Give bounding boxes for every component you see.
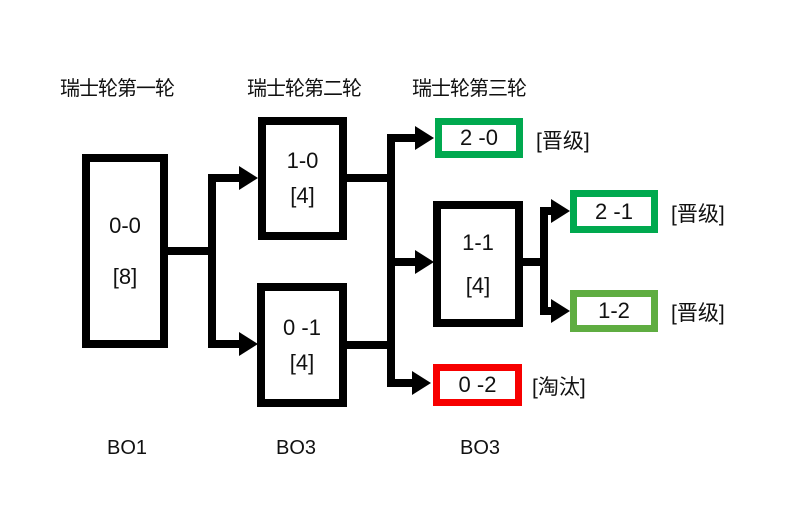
player-count-text: [8] [112, 263, 138, 289]
player-count-text: [4] [289, 349, 315, 375]
score-text: 0 -2 [458, 372, 497, 397]
score-text: 2 -1 [595, 198, 633, 224]
player-count-text: [4] [290, 183, 315, 208]
outcome-box-2-0: 2 -0 [435, 118, 523, 158]
arrowhead-to-1-1-icon [415, 250, 434, 274]
connector-1-0-out [343, 174, 391, 182]
arrowhead-to-1-0-icon [239, 166, 258, 190]
connector-0-1-out [343, 341, 391, 349]
format-label-bo3-round2: BO3 [276, 437, 317, 459]
match-box-0-0: 0-0 [8] [82, 154, 168, 348]
score-text: 1-1 [462, 229, 494, 255]
advance-label-2-0: [晋级] [536, 130, 590, 153]
player-count-text: [4] [465, 272, 491, 298]
round1-header: 瑞士轮第一轮 [60, 78, 175, 100]
match-box-0-1: 0 -1 [4] [257, 283, 347, 407]
match-box-1-1: 1-1 [4] [433, 201, 523, 327]
connector-to-1-1-line [391, 258, 417, 266]
score-text: 1-0 [286, 148, 319, 173]
outcome-box-0-2: 0 -2 [433, 364, 522, 406]
connector-to-0-2-line [391, 379, 415, 387]
round3-header: 瑞士轮第三轮 [412, 78, 527, 100]
score-text: 0-0 [109, 212, 141, 238]
arrowhead-to-2-1-icon [551, 199, 570, 223]
outcome-box-2-1: 2 -1 [570, 190, 658, 233]
connector-1-1-out [517, 258, 546, 266]
advance-label-2-1: [晋级] [671, 203, 725, 226]
eliminate-label-0-2: [淘汰] [532, 376, 586, 399]
outcome-box-1-2: 1-2 [570, 290, 658, 332]
arrowhead-to-1-2-icon [551, 299, 570, 323]
connector-to-2-1-line [544, 207, 554, 215]
score-text: 1-2 [598, 298, 630, 323]
arrowhead-to-0-1-icon [239, 332, 258, 356]
match-box-1-0: 1-0 [4] [258, 117, 347, 240]
arrowhead-to-2-0-icon [415, 126, 434, 150]
advance-label-1-2: [晋级] [671, 302, 725, 325]
arrowhead-to-0-2-icon [412, 371, 431, 395]
connector-to-2-0-line [391, 134, 417, 142]
score-text: 2 -0 [460, 125, 498, 150]
connector-r3-split [540, 207, 548, 315]
connector-to-1-2-line [544, 307, 554, 315]
connector-to-0-1-line [208, 340, 241, 348]
format-label-bo3-round3: BO3 [460, 437, 501, 459]
format-label-bo1: BO1 [107, 437, 148, 459]
connector-r1-split [208, 174, 216, 348]
connector-r1-out [164, 247, 216, 255]
score-text: 0 -1 [283, 314, 321, 340]
connector-to-1-0-line [208, 174, 241, 182]
round2-header: 瑞士轮第二轮 [247, 78, 362, 100]
